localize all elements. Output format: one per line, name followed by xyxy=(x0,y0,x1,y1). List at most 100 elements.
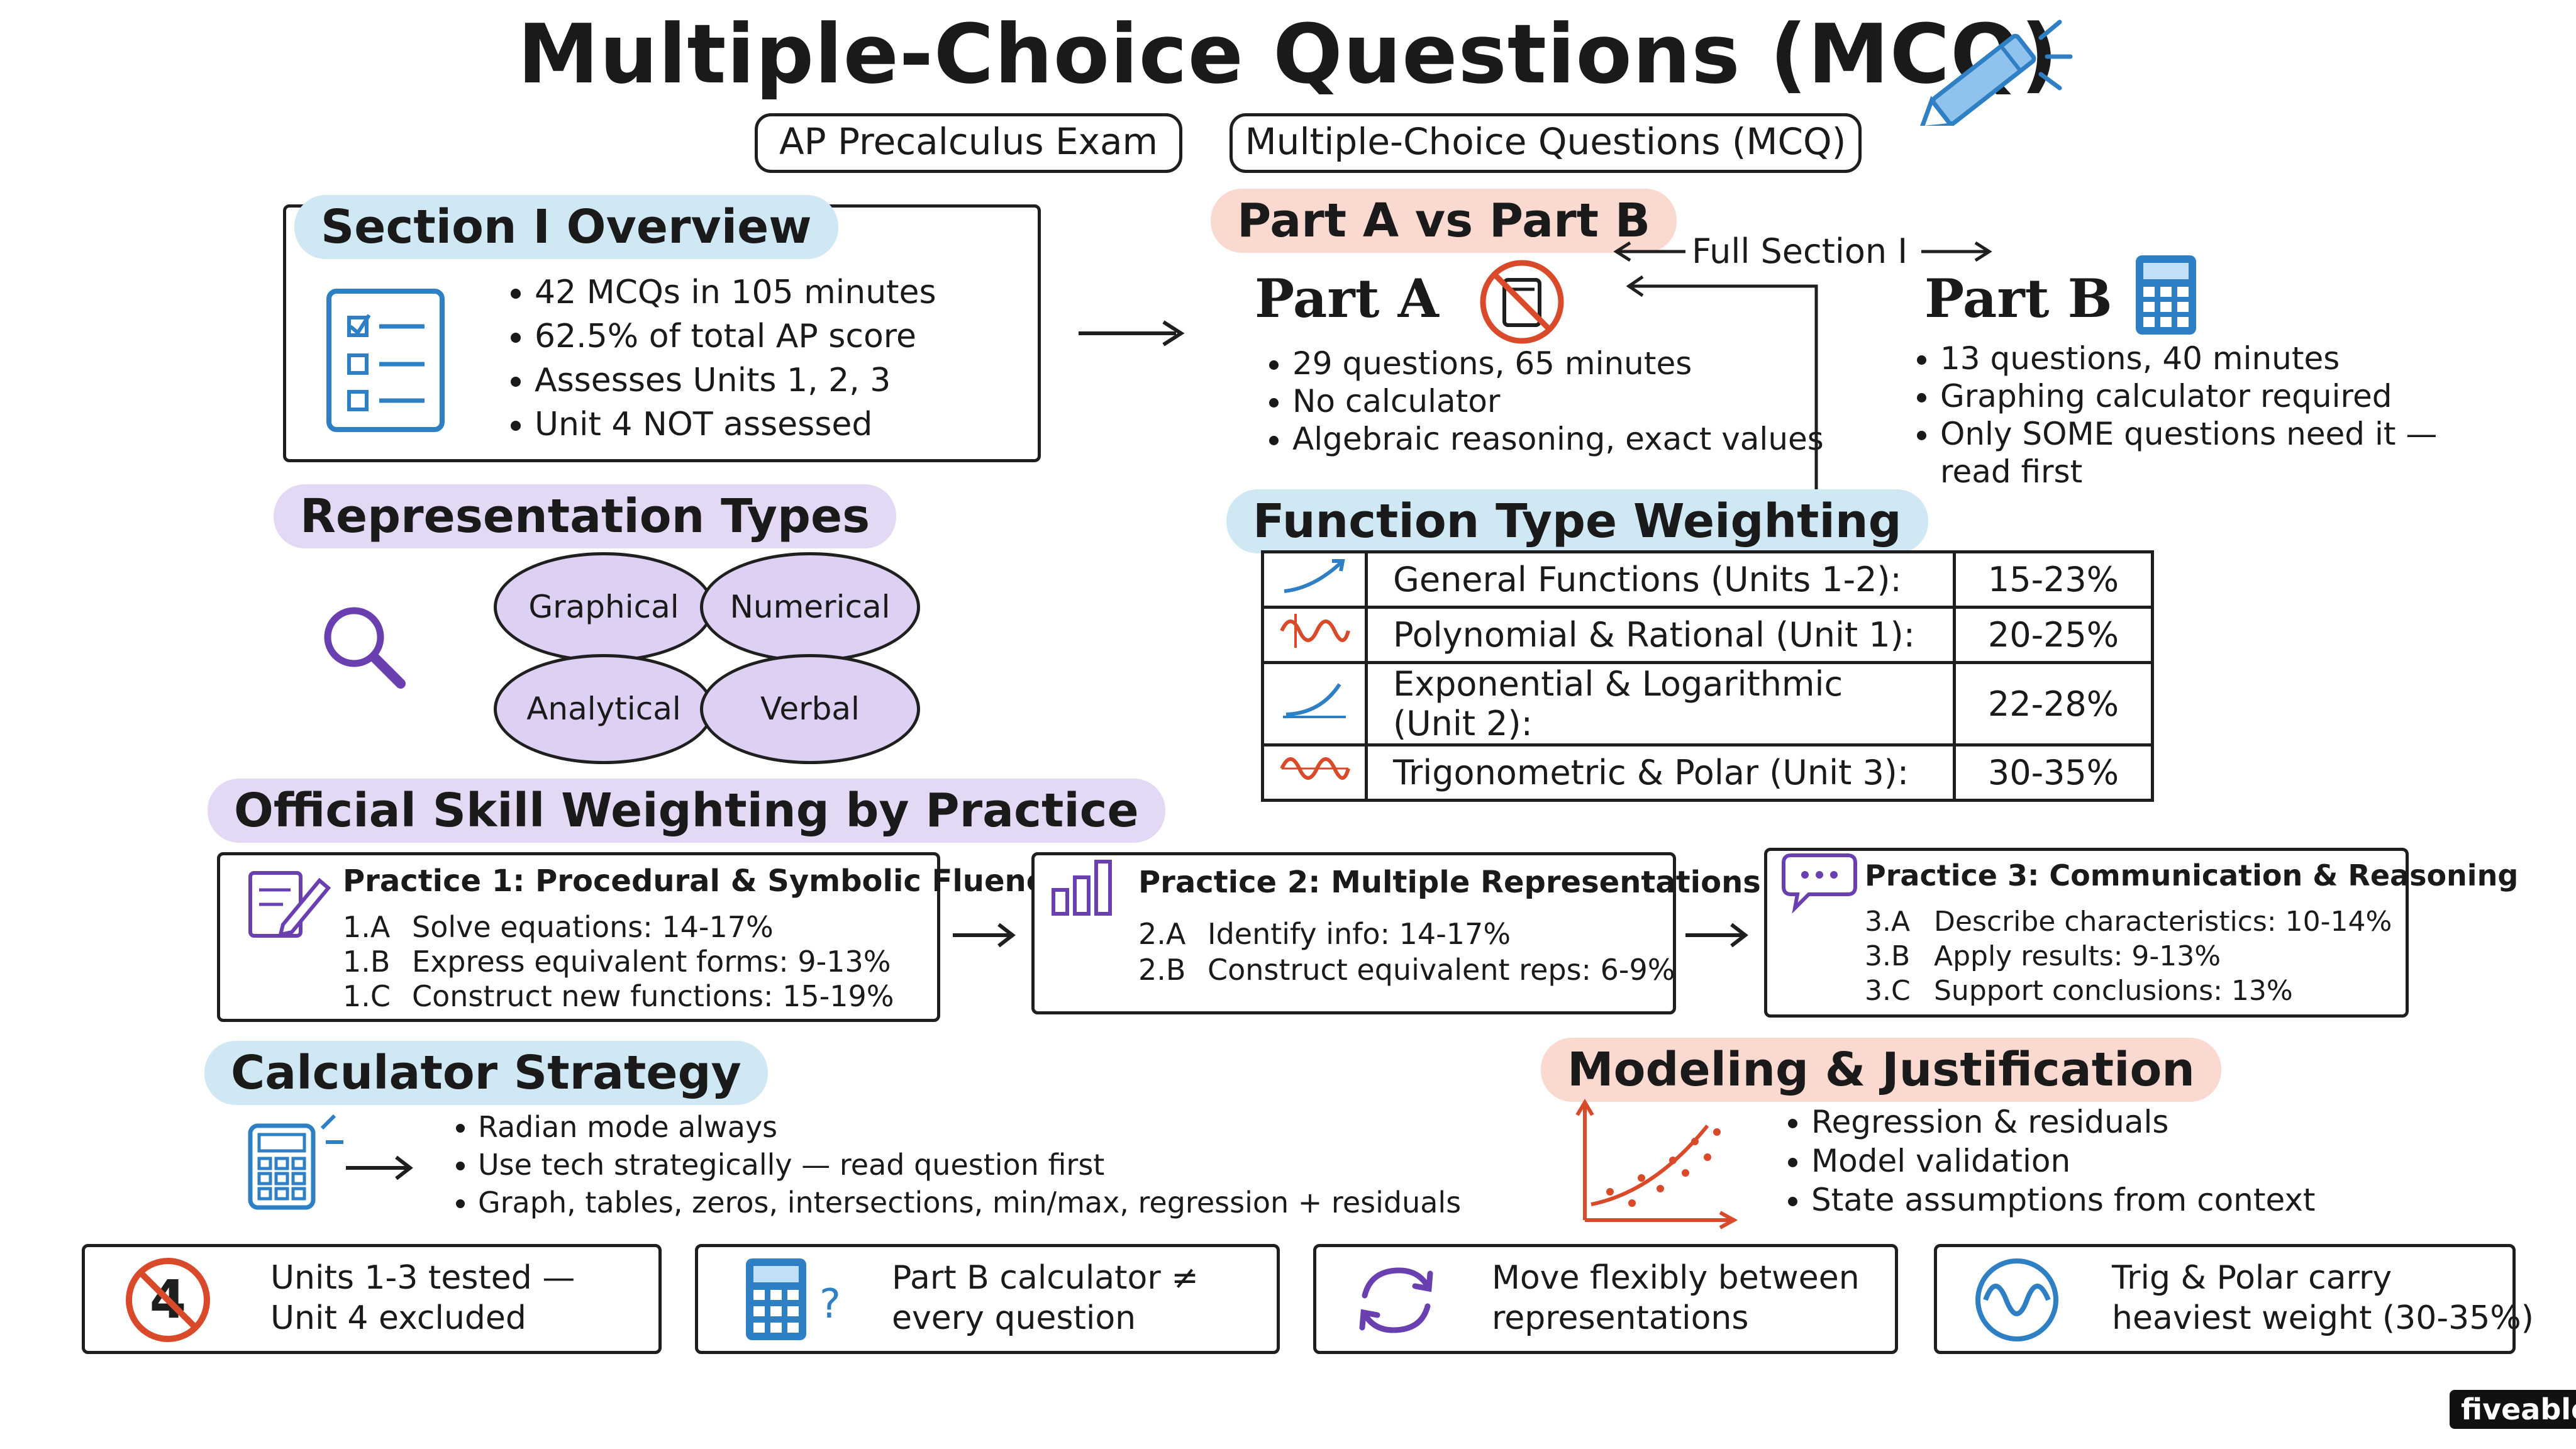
bracket-arrow xyxy=(1626,275,1818,491)
part-b-title: Part B xyxy=(1924,267,2112,330)
practice-1-box xyxy=(217,852,940,1022)
overview-item: Unit 4 NOT assessed xyxy=(535,402,1050,447)
practice-text: Solve equations: 14-17% xyxy=(412,910,774,944)
practice-code: 1.A xyxy=(343,910,391,944)
checklist-icon xyxy=(326,289,445,432)
notepad-pencil-icon xyxy=(248,871,331,938)
no-unit-4-icon: 4 xyxy=(126,1258,210,1342)
takeaway-text: Move flexibly between representations xyxy=(1492,1258,1860,1338)
practice-row: 2.B Construct equivalent reps: 6-9% xyxy=(1138,953,1675,987)
practice-code: 1.B xyxy=(343,945,391,979)
practice-text: Support conclusions: 13% xyxy=(1934,975,2293,1007)
takeaway-line: Move flexibly between xyxy=(1492,1259,1860,1297)
function-weighting-table: General Functions (Units 1-2): 15-23% Po… xyxy=(1261,550,2154,802)
magnifier-icon xyxy=(324,607,406,689)
arrow-right-full xyxy=(1921,241,1992,262)
calculator-item: Use tech strategically — read question f… xyxy=(478,1146,1516,1184)
function-range: 30-35% xyxy=(1953,743,2154,802)
polynomial-wave-icon xyxy=(1280,614,1350,648)
takeaway-line: Trig & Polar carry xyxy=(2112,1259,2392,1297)
arrow-overview-to-parts xyxy=(1079,320,1185,347)
practice-code: 1.C xyxy=(343,979,391,1013)
function-label: General Functions (Units 1-2): xyxy=(1365,550,1956,609)
overview-item: 62.5% of total AP score xyxy=(535,314,1050,358)
regression-plot-icon xyxy=(1575,1099,1738,1230)
cycle-arrows-icon xyxy=(1359,1267,1433,1333)
table-row: General Functions (Units 1-2): 15-23% xyxy=(1261,550,2154,609)
part-b-item-cont: read first xyxy=(1940,453,2083,490)
calculator-question-icon: ? xyxy=(746,1258,841,1340)
part-b-item: Only SOME questions need it — xyxy=(1940,415,2506,453)
practice-code: 3.B xyxy=(1865,940,1911,972)
practice-code: 2.B xyxy=(1138,953,1186,987)
function-label: Exponential & Logarithmic (Unit 2): xyxy=(1365,661,1956,747)
growth-curve-icon xyxy=(1284,559,1345,593)
subtitle-exam: AP Precalculus Exam xyxy=(755,113,1182,173)
takeaway-line: Units 1-3 tested — xyxy=(270,1259,575,1297)
calculator-heading: Calculator Strategy xyxy=(204,1041,768,1105)
overview-list: 42 MCQs in 105 minutes 62.5% of total AP… xyxy=(497,270,1050,447)
modeling-list: Regression & residuals Model validation … xyxy=(1774,1102,2440,1219)
sine-wave-icon xyxy=(1280,757,1350,780)
calculator-icon xyxy=(248,1114,343,1210)
practice-title: Practice 1: Procedural & Symbolic Fluenc… xyxy=(343,863,1064,899)
function-weighting-heading: Function Type Weighting xyxy=(1226,489,1928,553)
practice-text: Construct equivalent reps: 6-9% xyxy=(1208,953,1675,987)
modeling-item: Model validation xyxy=(1811,1141,2440,1180)
pencil-icon xyxy=(1918,19,2073,126)
rep-analytical: Analytical xyxy=(494,654,714,764)
skill-weighting-heading: Official Skill Weighting by Practice xyxy=(208,779,1165,843)
modeling-heading: Modeling & Justification xyxy=(1541,1038,2221,1102)
part-b-list: 13 questions, 40 minutes Graphing calcul… xyxy=(1902,340,2506,491)
practice-text: Identify info: 14-17% xyxy=(1208,917,1511,951)
practice-text: Construct new functions: 15-19% xyxy=(412,979,894,1013)
part-b-item: 13 questions, 40 minutes xyxy=(1940,340,2506,377)
part-a-list: 29 questions, 65 minutes No calculator A… xyxy=(1255,345,1858,458)
overview-item: 42 MCQs in 105 minutes xyxy=(535,270,1050,314)
table-row: Exponential & Logarithmic (Unit 2): 22-2… xyxy=(1261,661,2154,747)
takeaway-line: Part B calculator ≠ xyxy=(892,1259,1199,1297)
part-a-item: 29 questions, 65 minutes xyxy=(1292,345,1858,382)
bar-chart-icon xyxy=(1052,860,1112,916)
overview-heading: Section I Overview xyxy=(294,195,838,259)
part-a-item: No calculator xyxy=(1292,382,1858,420)
speech-bubble-icon xyxy=(1782,853,1857,914)
function-range: 22-28% xyxy=(1953,661,2154,747)
function-range: 15-23% xyxy=(1953,550,2154,609)
practice-text: Describe characteristics: 10-14% xyxy=(1934,906,2392,938)
takeaway-line: representations xyxy=(1492,1299,1749,1337)
practice-title: Practice 2: Multiple Representations xyxy=(1138,865,1761,900)
practice-code: 3.C xyxy=(1865,975,1911,1007)
calculator-item: Radian mode always xyxy=(478,1108,1516,1146)
arrow-left-full xyxy=(1613,241,1685,262)
part-a-title: Part A xyxy=(1255,267,1439,330)
exponential-curve-icon xyxy=(1283,682,1346,718)
overview-item: Assesses Units 1, 2, 3 xyxy=(535,358,1050,402)
takeaway-text: Part B calculator ≠ every question xyxy=(892,1258,1199,1338)
representation-heading: Representation Types xyxy=(274,484,897,548)
icon-cell xyxy=(1261,606,1368,664)
takeaway-text: Trig & Polar carry heaviest weight (30-3… xyxy=(2112,1258,2534,1338)
part-a-item: Algebraic reasoning, exact values xyxy=(1292,420,1858,458)
takeaway-line: every question xyxy=(892,1299,1136,1337)
table-row: Trigonometric & Polar (Unit 3): 30-35% xyxy=(1261,743,2154,802)
arrow-practice-2-3 xyxy=(1685,923,1748,948)
practice-3-box xyxy=(1764,848,2409,1018)
table-row: Polynomial & Rational (Unit 1): 20-25% xyxy=(1261,606,2154,664)
fiveable-logo: fiveable xyxy=(2450,1390,2576,1429)
arrow-calculator xyxy=(346,1155,413,1180)
practice-row: 1.A Solve equations: 14-17% xyxy=(343,910,774,944)
calculator-icon xyxy=(2136,255,2196,335)
calculator-list: Radian mode always Use tech strategicall… xyxy=(440,1108,1516,1221)
icon-cell xyxy=(1261,743,1368,802)
practice-code: 3.A xyxy=(1865,906,1911,938)
takeaway-line: Unit 4 excluded xyxy=(270,1299,526,1337)
practice-row: 3.C Support conclusions: 13% xyxy=(1865,975,2293,1007)
icon-cell xyxy=(1261,661,1368,747)
practice-2-box xyxy=(1031,852,1676,1014)
practice-row: 1.C Construct new functions: 15-19% xyxy=(343,979,894,1013)
question-mark: ? xyxy=(819,1281,841,1328)
